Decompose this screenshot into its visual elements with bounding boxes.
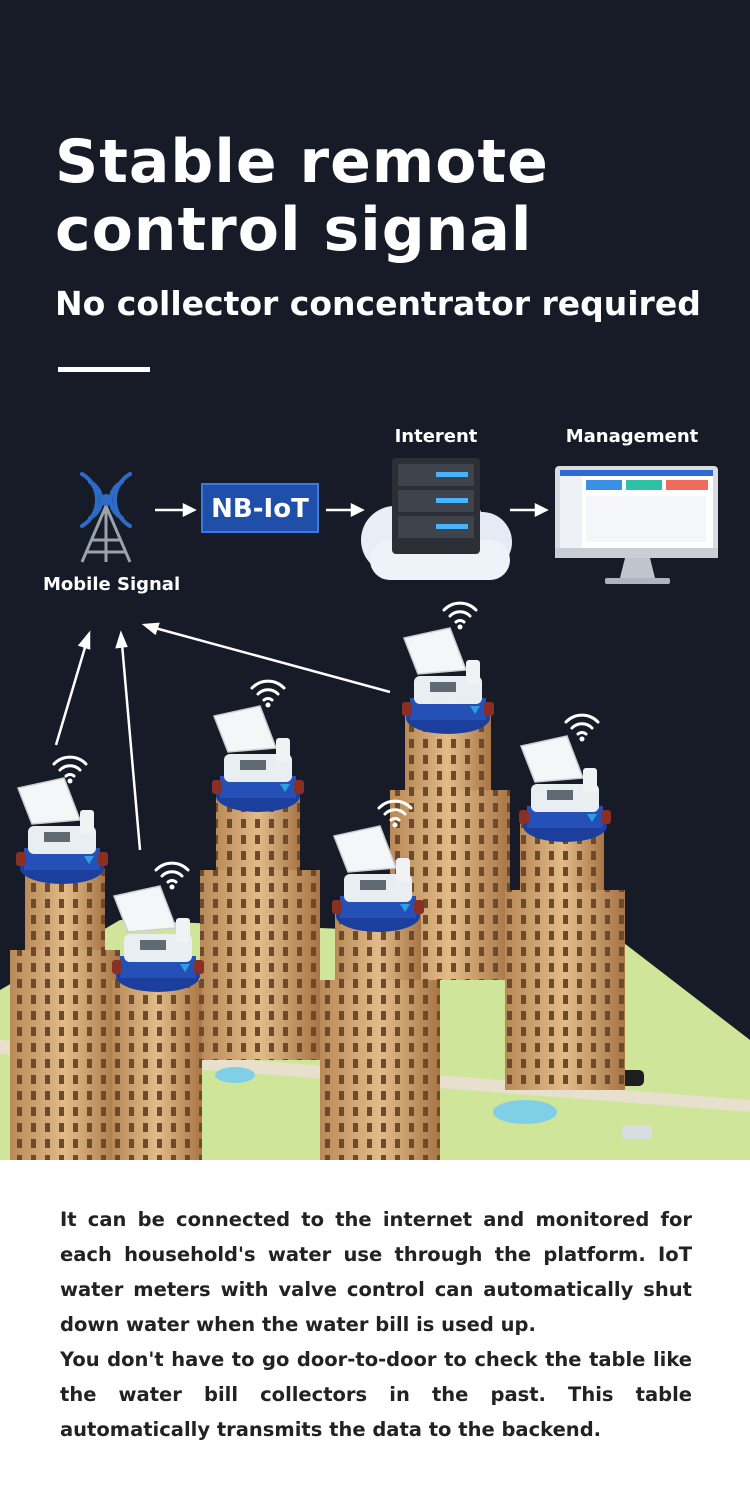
signal-tower-icon (80, 472, 132, 563)
page-subtitle: No collector concentrator required (55, 284, 701, 323)
description-paragraph-2: You don't have to go door-to-door to che… (60, 1348, 692, 1441)
water-meter-icon (518, 735, 612, 843)
signal-arrows (54, 622, 391, 851)
description-section: It can be connected to the internet and … (0, 1160, 750, 1501)
iot-network-illustration: Mobile Signal NB-IoT Interent (0, 426, 750, 1160)
management-monitor-icon (555, 466, 718, 584)
description-text: It can be connected to the internet and … (60, 1202, 692, 1447)
wifi-icons (52, 601, 600, 891)
title-divider (58, 367, 150, 372)
flow-arrows (155, 502, 549, 518)
wifi-icon (154, 861, 190, 891)
description-paragraph-1: It can be connected to the internet and … (60, 1208, 692, 1336)
nbiot-badge: NB-IoT (201, 483, 319, 533)
buildings (10, 710, 625, 1160)
page-title: Stable remote control signal (55, 127, 549, 265)
water-meter-icon (211, 705, 305, 813)
wifi-icon (564, 713, 600, 743)
nbiot-label: NB-IoT (211, 494, 309, 524)
internet-label: Interent (395, 426, 478, 447)
hero-section: Stable remote control signal No collecto… (0, 0, 750, 1160)
management-label: Management (566, 426, 699, 447)
wifi-icon (442, 601, 478, 631)
mobile-signal-label: Mobile Signal (43, 574, 180, 595)
cloud-server-icon (361, 458, 512, 580)
wifi-icon (250, 679, 286, 709)
water-meter-icon (401, 627, 495, 735)
water-meter-icon (111, 885, 205, 993)
water-meter-icon (15, 777, 109, 885)
